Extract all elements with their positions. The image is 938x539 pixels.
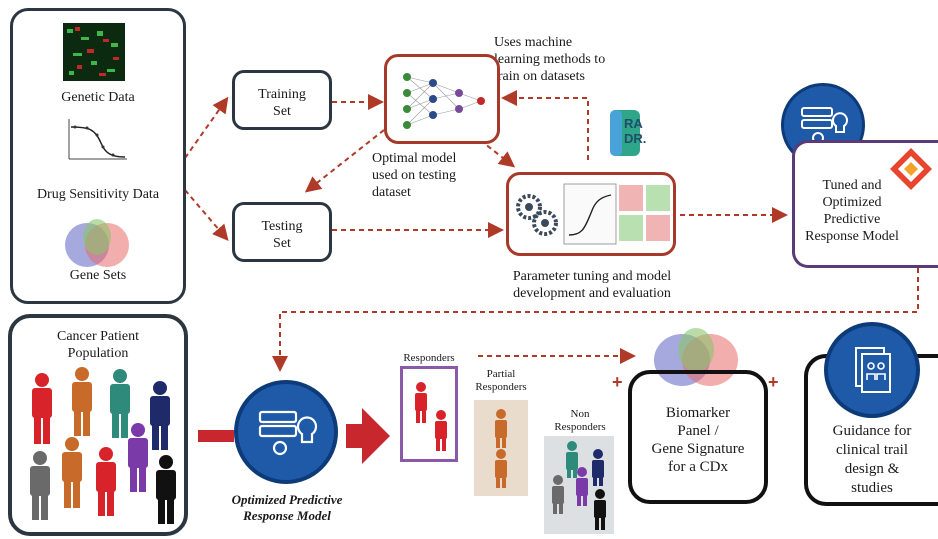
diamond-logo-icon — [890, 148, 932, 190]
arrow-inputs-to-training — [184, 96, 229, 159]
arrow-tuned-to-optimized — [272, 268, 919, 372]
guidance-document-icon — [828, 326, 916, 414]
person-icon-orange-2 — [62, 437, 82, 508]
results-grid-icon — [619, 185, 670, 241]
thick-dash-icon — [198, 430, 234, 442]
dashed-arrows — [184, 90, 919, 372]
person-icon-purple-1 — [128, 423, 148, 492]
drug-sensitivity-label: Drug Sensitivity Data — [36, 187, 160, 202]
parameter-tuning-box — [506, 172, 676, 256]
person-icon-red-2 — [96, 447, 116, 516]
gears-icon — [516, 194, 558, 236]
plus-sign-right: + — [768, 372, 779, 392]
responders-box — [400, 366, 458, 462]
optimal-model-box — [384, 54, 500, 144]
neural-network-icon — [403, 73, 485, 129]
responders-label: Responders — [403, 352, 455, 364]
gene-sets-label: Gene Sets — [69, 268, 127, 283]
person-icon-gray-1 — [30, 451, 50, 520]
genetic-data-label: Genetic Data — [61, 90, 135, 105]
input-data-panel: Genetic Data Drug Sensitivity Data Gene … — [10, 8, 186, 304]
plus-sign-left: + — [612, 372, 623, 392]
response-curve-icon — [563, 183, 617, 245]
non-responders-box — [544, 436, 614, 534]
dose-response-curve-icon — [68, 119, 127, 160]
person-icon-teal-1 — [110, 369, 130, 438]
arrow-model-to-testing — [304, 129, 385, 193]
heatmap-icon — [63, 23, 125, 81]
person-icon-black-1 — [156, 455, 176, 524]
arrow-inputs-to-testing — [184, 189, 229, 242]
person-icon-red-1 — [32, 373, 52, 444]
arrow-model-to-tuning — [479, 139, 516, 168]
big-right-arrow-icon — [346, 408, 390, 464]
person-icon-orange-1 — [72, 367, 92, 436]
patient-figures-icon — [30, 367, 176, 524]
person-icon-navy-1 — [150, 381, 170, 450]
optimized-model-circle-icon — [238, 384, 334, 480]
gene-sets-venn-icon — [65, 219, 129, 267]
arrow-tuning-to-ml — [501, 90, 589, 160]
partial-responders-box — [474, 400, 528, 496]
